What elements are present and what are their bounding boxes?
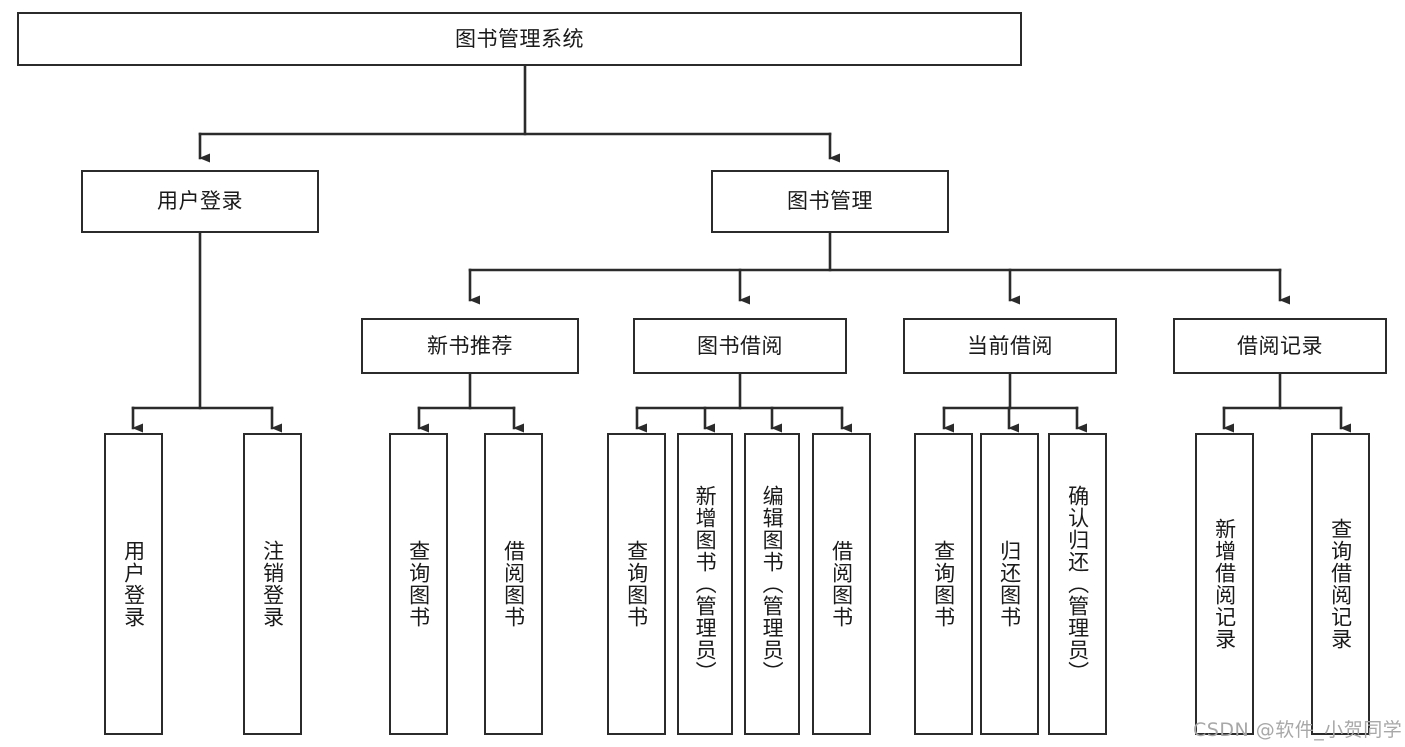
node-label: 查询图书: [624, 540, 649, 628]
node-label: 借阅图书: [829, 540, 854, 628]
node-label: 新书推荐: [427, 333, 513, 358]
node-label: 借阅记录: [1237, 333, 1323, 358]
node-new-book-recommend[interactable]: 新书推荐: [361, 318, 579, 374]
node-label: 查询借阅记录: [1328, 518, 1353, 650]
node-label: 图书管理系统: [455, 26, 584, 51]
node-leaf-query-book-borrow[interactable]: 查询图书: [607, 433, 666, 735]
node-label: 查询图书: [931, 540, 956, 628]
node-label: 用户登录: [157, 189, 243, 214]
node-leaf-query-book-recommend[interactable]: 查询图书: [389, 433, 448, 735]
node-label: 借阅图书: [501, 540, 526, 628]
node-leaf-logout[interactable]: 注销登录: [243, 433, 302, 735]
node-leaf-user-login[interactable]: 用户登录: [104, 433, 163, 735]
node-label: 图书借阅: [697, 333, 783, 358]
node-label: 确认归还（管理员）: [1065, 485, 1090, 683]
node-borrow-record[interactable]: 借阅记录: [1173, 318, 1387, 374]
node-label: 用户登录: [121, 540, 146, 628]
node-user-login[interactable]: 用户登录: [81, 170, 319, 233]
node-leaf-confirm-return-admin[interactable]: 确认归还（管理员）: [1048, 433, 1107, 735]
node-leaf-edit-book-admin[interactable]: 编辑图书（管理员）: [744, 433, 800, 735]
node-book-management[interactable]: 图书管理: [711, 170, 949, 233]
node-label: 注销登录: [260, 540, 285, 628]
node-leaf-borrow-book-recommend[interactable]: 借阅图书: [484, 433, 543, 735]
node-root-system[interactable]: 图书管理系统: [17, 12, 1022, 66]
node-book-borrow[interactable]: 图书借阅: [633, 318, 847, 374]
node-leaf-query-borrow-record[interactable]: 查询借阅记录: [1311, 433, 1370, 735]
node-label: 新增借阅记录: [1212, 518, 1237, 650]
node-label: 新增图书（管理员）: [693, 485, 718, 683]
node-label: 查询图书: [406, 540, 431, 628]
node-leaf-add-book-admin[interactable]: 新增图书（管理员）: [677, 433, 733, 735]
node-current-borrow[interactable]: 当前借阅: [903, 318, 1117, 374]
node-label: 归还图书: [997, 540, 1022, 628]
node-label: 当前借阅: [967, 333, 1053, 358]
node-leaf-query-book-current[interactable]: 查询图书: [914, 433, 973, 735]
csdn-watermark: CSDN @软件_小贺同学: [1193, 719, 1403, 741]
node-leaf-add-borrow-record[interactable]: 新增借阅记录: [1195, 433, 1254, 735]
node-leaf-return-book[interactable]: 归还图书: [980, 433, 1039, 735]
node-leaf-borrow-book[interactable]: 借阅图书: [812, 433, 871, 735]
node-label: 图书管理: [787, 189, 873, 214]
node-label: 编辑图书（管理员）: [760, 485, 785, 683]
